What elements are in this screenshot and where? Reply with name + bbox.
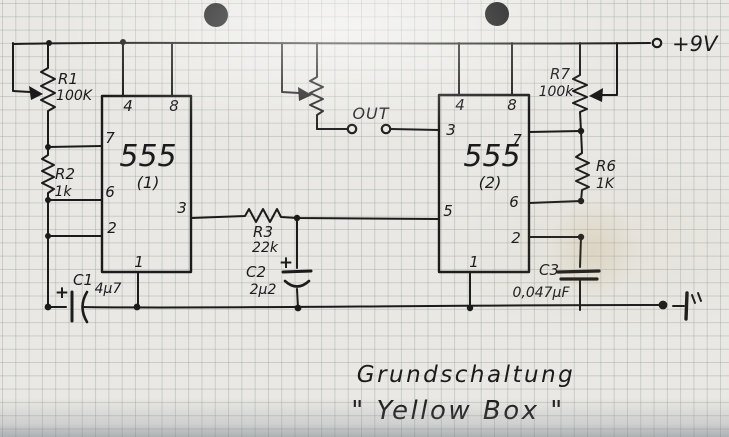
r2-body: [41, 146, 55, 308]
ic2-designator-label: (2): [479, 173, 502, 192]
ic2-pin3-label: 3: [446, 121, 456, 139]
middle-potentiometer: [281, 42, 324, 130]
ic2-pin6-wire: [528, 200, 582, 204]
c3-value-label: 0,047µF: [512, 285, 570, 301]
ic1-pin1-label: 1: [134, 253, 144, 271]
c2-value-label: 2µ2: [250, 282, 277, 298]
c1-polarity-label: +: [55, 283, 69, 303]
ic1-pin8-label: 8: [169, 97, 179, 115]
ic2-pin8-label: 8: [507, 96, 517, 114]
supply-rail-wire: [12, 41, 651, 45]
caption-line2: " Yellow Box ": [351, 396, 564, 426]
out-terminal-right: [380, 123, 392, 135]
ic1-pin7-wire: [47, 145, 103, 148]
r1-ref-label: R1: [58, 70, 78, 88]
r7-wiper-wire: [600, 42, 618, 96]
ic1-pin3-label: 3: [177, 199, 187, 217]
r1-body: [40, 42, 56, 148]
r7-potentiometer: [572, 42, 618, 132]
r7-value-label: 100k: [539, 84, 575, 100]
c1-ref-label: C1: [73, 271, 93, 289]
ground-rail-wire: [82, 304, 661, 309]
c3-ref-label: C3: [539, 261, 559, 279]
ic2-pin1-label: 1: [469, 253, 479, 271]
r6-ref-label: R6: [596, 157, 616, 175]
r3-ref-label: R3: [253, 223, 273, 241]
ground-symbol: [672, 291, 702, 321]
c2-ref-label: C2: [246, 263, 266, 281]
hole-punch-left: [204, 3, 228, 27]
ic2-pin7-wire: [528, 130, 582, 133]
ic2-pin5-label: 5: [443, 202, 453, 220]
r7-wiper-arrow-icon: [589, 88, 603, 102]
middle-pot-wiper-arrow-icon: [298, 87, 312, 101]
hole-punch-right: [485, 2, 509, 26]
ic2-pin4-label: 4: [455, 96, 465, 114]
ic1-pin7-label: 7: [105, 129, 115, 147]
supply-terminal: [651, 37, 663, 49]
supply-label: +9V: [672, 32, 719, 56]
caption-line1: Grundschaltung: [357, 362, 576, 388]
c3-top-lead: [579, 236, 582, 268]
ic1-designator-label: (1): [137, 173, 160, 192]
ic1-pin2-label: 2: [107, 219, 117, 237]
ground-bar: [684, 291, 689, 321]
c2-curved-plate: [283, 279, 311, 288]
out-terminal-left: [346, 123, 358, 135]
ic1-part-label: 555: [119, 139, 176, 174]
ic2-pin2-label: 2: [511, 229, 521, 247]
r1-wiper-wire: [12, 42, 31, 93]
c1-value-label: 4µ7: [95, 281, 122, 297]
middle-pot-wiper-wire: [281, 42, 300, 94]
c2-polarity-label: +: [279, 253, 293, 273]
out-right-wire: [390, 128, 440, 131]
ground-tick-1: [691, 294, 696, 304]
ground-tick-2: [697, 292, 702, 302]
out-label: OUT: [352, 104, 389, 123]
r6-value-label: 1K: [596, 176, 616, 192]
r6-body: [575, 130, 590, 202]
r2-value-label: 1k: [54, 184, 72, 200]
r1-wiper-arrow-icon: [29, 86, 43, 100]
r7-ref-label: R7: [550, 65, 570, 83]
ic2-pin6-label: 6: [509, 193, 519, 211]
ic1-pin4-label: 4: [123, 97, 133, 115]
r1-value-label: 100K: [56, 88, 94, 104]
ic1-pin6-label: 6: [105, 183, 115, 201]
ground-terminal: [658, 300, 668, 310]
r2-ref-label: R2: [55, 165, 75, 183]
ic2-pin7-label: 7: [512, 131, 522, 149]
r3-body-and-wire: [190, 208, 440, 223]
c3-plate-top: [556, 269, 601, 274]
middle-pot-body: [309, 42, 324, 130]
r7-body: [572, 42, 588, 132]
r3-value-label: 22k: [252, 240, 279, 256]
